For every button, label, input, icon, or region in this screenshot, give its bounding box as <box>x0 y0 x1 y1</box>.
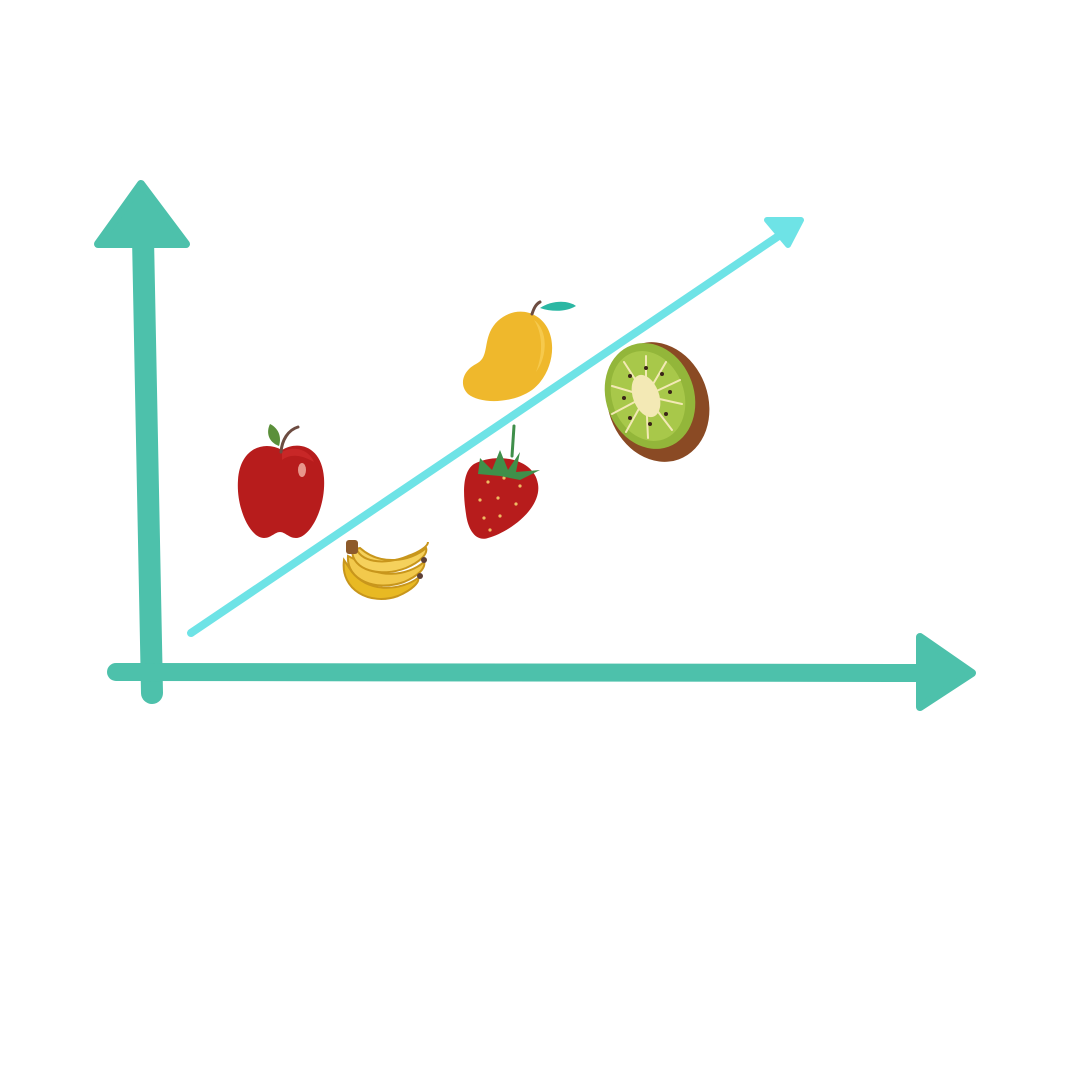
trend-arrowhead <box>764 217 804 248</box>
y-axis <box>132 227 163 704</box>
x-axis <box>107 663 939 682</box>
mango-icon <box>462 300 576 402</box>
trend-line <box>187 227 790 637</box>
strawberry-icon <box>464 424 540 539</box>
trend-arrow <box>187 217 804 637</box>
kiwi-icon <box>604 342 710 462</box>
axes <box>94 180 976 711</box>
y-axis-arrowhead <box>94 180 190 248</box>
x-axis-arrowhead <box>916 633 976 711</box>
banana-icon <box>342 540 429 600</box>
apple-icon <box>237 424 325 538</box>
